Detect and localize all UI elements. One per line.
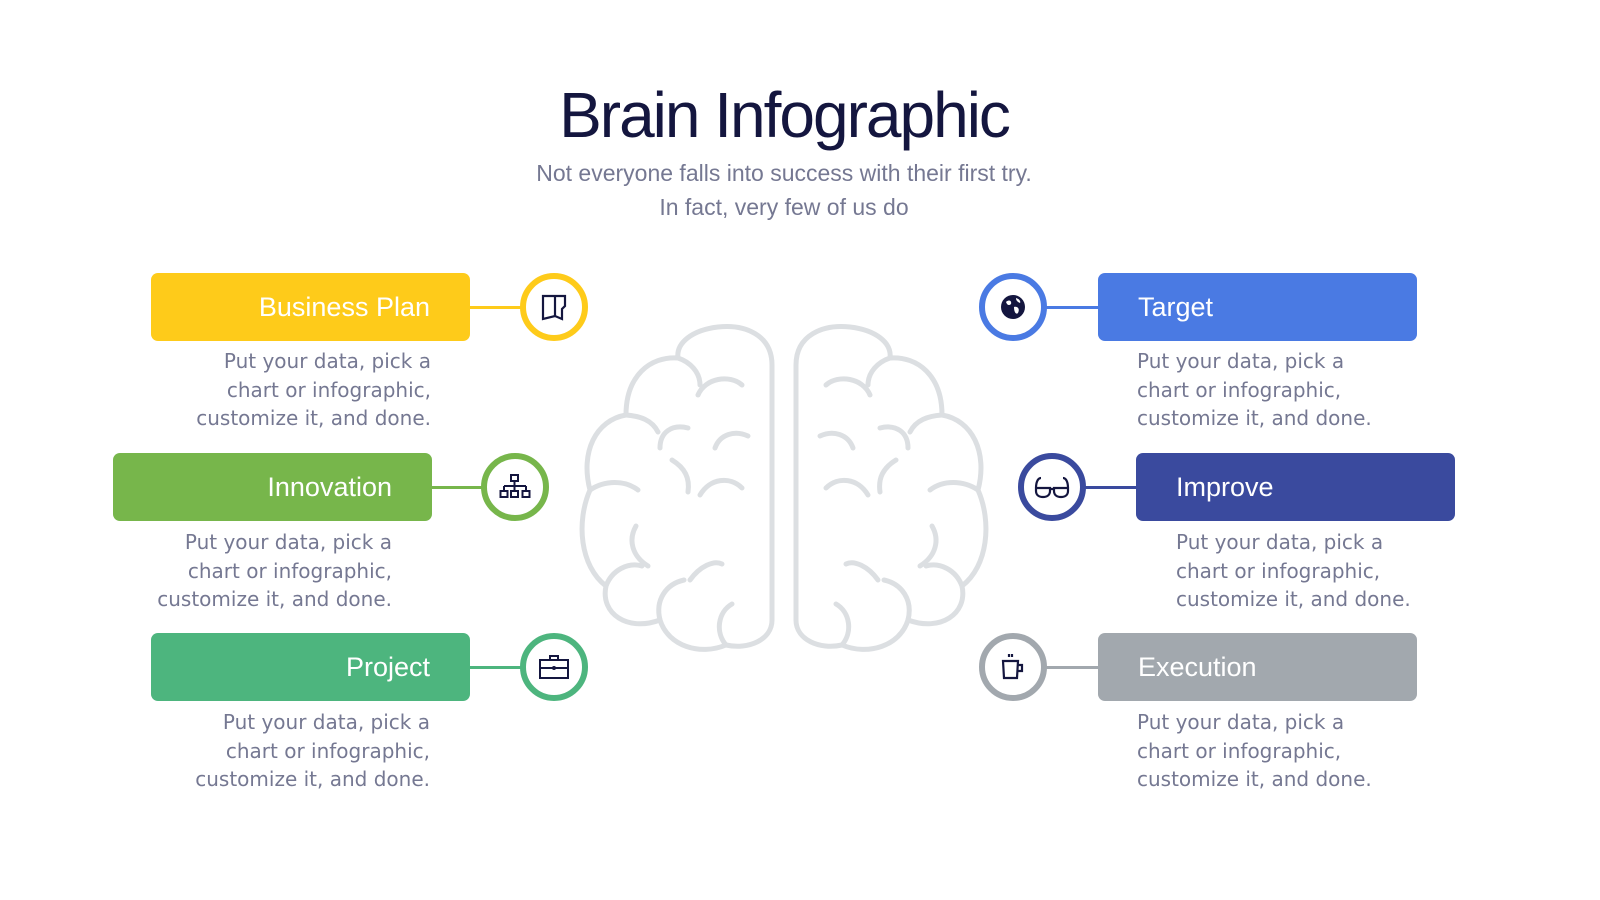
connector-line bbox=[470, 666, 522, 669]
subtitle-line-2: In fact, very few of us do bbox=[659, 194, 909, 220]
left-hemisphere bbox=[579, 324, 775, 652]
mug-icon bbox=[979, 633, 1047, 701]
project-label: Project bbox=[151, 633, 470, 701]
connector-line bbox=[431, 486, 483, 489]
connector-line bbox=[1046, 666, 1100, 669]
glasses-icon bbox=[1018, 453, 1086, 521]
connector-line bbox=[1084, 486, 1138, 489]
page-title: Brain Infographic bbox=[559, 79, 1011, 151]
subtitle-line-1: Not everyone falls into success with the… bbox=[536, 160, 1032, 186]
target-label: Target bbox=[1098, 273, 1417, 341]
connector-line bbox=[470, 306, 522, 309]
briefcase-icon bbox=[520, 633, 588, 701]
improve-label: Improve bbox=[1136, 453, 1455, 521]
globe-icon bbox=[979, 273, 1047, 341]
right-hemisphere bbox=[793, 324, 989, 652]
connector-line bbox=[1046, 306, 1100, 309]
business-plan-label: Business Plan bbox=[151, 273, 470, 341]
execution-label: Execution bbox=[1098, 633, 1417, 701]
door-icon bbox=[520, 273, 588, 341]
innovation-label: Innovation bbox=[113, 453, 432, 521]
hierarchy-icon bbox=[481, 453, 549, 521]
